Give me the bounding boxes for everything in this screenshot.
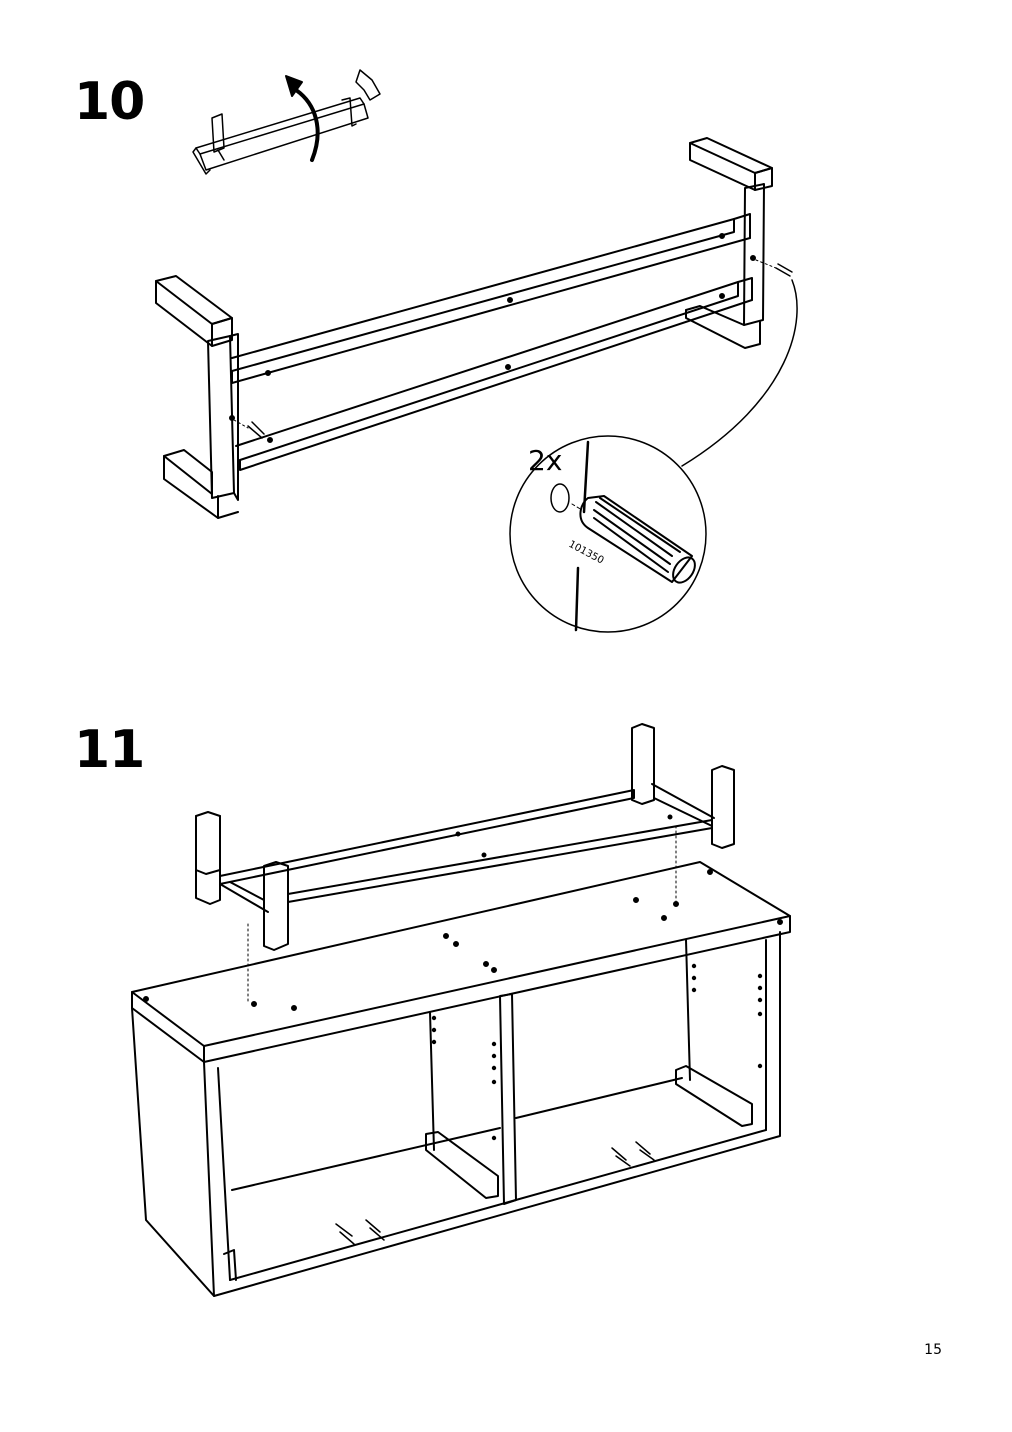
step10-orientation-thumbnail	[192, 69, 381, 175]
step11-bench-frame	[195, 723, 735, 1005]
page-number: 15	[924, 1342, 942, 1358]
step-number-11: 11	[74, 720, 145, 780]
step10-detail-callout	[509, 279, 798, 633]
step11-cabinet	[131, 861, 791, 1297]
wooden-dowel-icon	[579, 495, 696, 584]
step-number-10: 10	[74, 72, 145, 132]
part-number: 101350	[567, 539, 606, 567]
quantity-label: 2x	[528, 444, 562, 477]
step10-rotate-arrow-icon	[285, 75, 320, 162]
step10-bench-frame	[155, 137, 793, 519]
